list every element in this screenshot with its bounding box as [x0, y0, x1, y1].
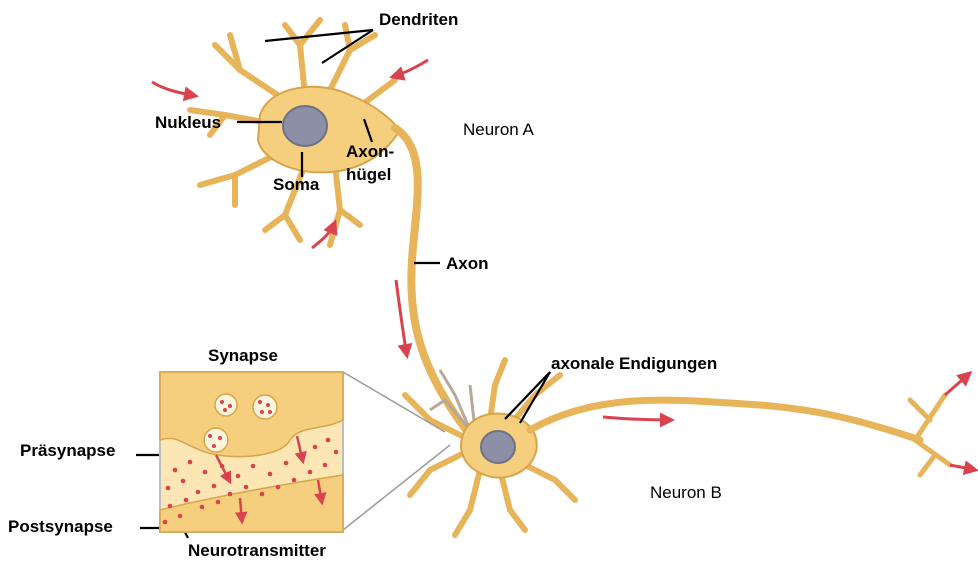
synapse-inset [160, 372, 343, 532]
label-neurotransmitter: Neurotransmitter [188, 542, 326, 559]
arrow-terminal-top [945, 373, 970, 395]
label-neuron-b: Neuron B [650, 484, 722, 501]
arrow-right-top [392, 60, 428, 77]
arrow-neuron-b [603, 417, 672, 420]
axon-line [395, 128, 470, 435]
neuron-a-nucleus [283, 106, 327, 146]
arrow-axon-down [396, 280, 407, 356]
label-axonale-endigungen: axonale Endigungen [551, 355, 717, 372]
neuron-b-nucleus [481, 431, 515, 463]
neuron-b-axon [530, 400, 920, 440]
arrow-terminal-bottom [950, 465, 976, 470]
label-axon: Axon [446, 255, 489, 272]
zoom-lines [343, 372, 450, 530]
label-praesynapse: Präsynapse [20, 442, 115, 459]
label-postsynapse: Postsynapse [8, 518, 113, 535]
label-nukleus: Nukleus [155, 114, 221, 131]
label-axonhuegel-line1: Axon- [346, 143, 394, 160]
neuron-b-terminals [910, 395, 950, 475]
label-dendriten: Dendriten [379, 11, 458, 28]
label-neuron-a: Neuron A [463, 121, 534, 138]
arrow-left-top [152, 82, 196, 96]
label-synapse: Synapse [208, 347, 278, 364]
label-axonhuegel-line2: hügel [346, 166, 391, 183]
label-soma: Soma [273, 176, 319, 193]
